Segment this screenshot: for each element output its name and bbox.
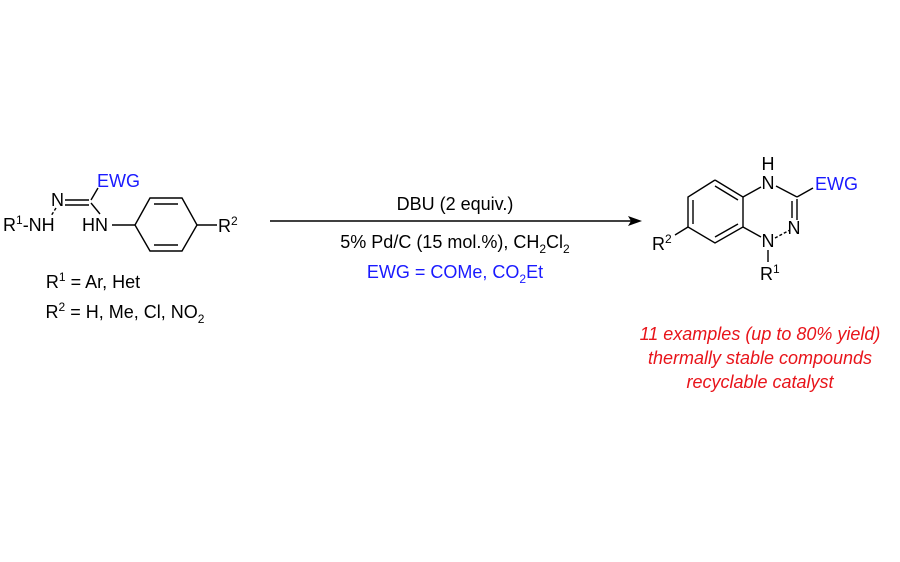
- note-stability: thermally stable compounds: [648, 348, 872, 368]
- sm-bonds: [50, 187, 217, 252]
- r2-definition: R2 = H, Me, Cl, NO2: [46, 300, 205, 326]
- product-ewg-label: EWG: [815, 174, 858, 194]
- condition-ewg: EWG = COMe, CO2Et: [367, 262, 543, 286]
- condition-reagent: DBU (2 equiv.): [397, 194, 514, 214]
- product-n1-label: N: [762, 231, 775, 251]
- sm-r1-nh-label: R1-NH: [3, 213, 55, 235]
- arrowhead-icon: [628, 216, 642, 226]
- sm-r2-label: R2: [218, 214, 238, 236]
- product-n2-label: N: [788, 218, 801, 238]
- condition-catalyst: 5% Pd/C (15 mol.%), CH2Cl2: [340, 232, 570, 256]
- sm-n-label: N: [51, 190, 64, 210]
- starting-material: EWG N R1-NH HN R2 R1 = Ar, Het R2 = H, M…: [3, 171, 238, 326]
- r1-definition: R1 = Ar, Het: [46, 270, 140, 292]
- product-h-label: H: [762, 154, 775, 174]
- note-examples: 11 examples (up to 80% yield): [640, 324, 881, 344]
- sm-hn-label: HN: [82, 215, 108, 235]
- product-bonds: [674, 179, 814, 262]
- reaction-arrow: [270, 216, 642, 226]
- note-catalyst: recyclable catalyst: [686, 372, 834, 392]
- product-r2-label: R2: [652, 232, 672, 254]
- product-n4-label: N: [762, 173, 775, 193]
- product-r1-label: R1: [760, 262, 780, 284]
- sm-ewg-label: EWG: [97, 171, 140, 191]
- product: H N EWG N N R1 R2: [652, 154, 858, 284]
